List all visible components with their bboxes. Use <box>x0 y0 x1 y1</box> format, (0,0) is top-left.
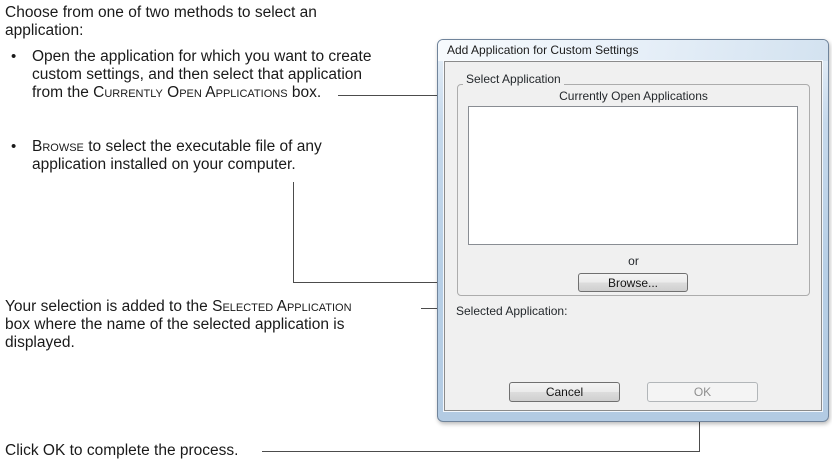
dialog-title-bar[interactable]: Add Application for Custom Settings <box>438 40 828 61</box>
callout-line-browse-vertical <box>293 182 294 283</box>
add-application-dialog: Add Application for Custom Settings Sele… <box>437 39 829 422</box>
ok-button[interactable]: OK <box>647 382 758 402</box>
select-application-groupbox: Select Application Currently Open Applic… <box>457 72 810 296</box>
ok-note-paragraph: Click OK to complete the process. <box>5 442 239 459</box>
selected-application-label: Selected Application: <box>456 304 568 318</box>
browse-button[interactable]: Browse... <box>578 273 688 292</box>
dialog-body: Select Application Currently Open Applic… <box>444 61 822 411</box>
callout-line-ok-vertical <box>699 402 700 452</box>
dialog-title: Add Application for Custom Settings <box>447 43 639 57</box>
groupbox-label: Select Application <box>463 72 564 86</box>
bullet-marker: • <box>11 48 17 65</box>
bullet-marker: • <box>11 138 17 155</box>
selection-note-paragraph: Your selection is added to the Selected … <box>5 298 352 351</box>
bullet-open-application: Open the application for which you want … <box>32 48 372 101</box>
bullet-browse: Browse to select the executable file of … <box>32 138 322 173</box>
currently-open-applications-listbox[interactable] <box>468 106 798 245</box>
cancel-button[interactable]: Cancel <box>509 382 620 402</box>
or-label: or <box>628 254 639 268</box>
callout-line-selected-application <box>421 308 445 309</box>
currently-open-applications-label: Currently Open Applications <box>559 89 708 103</box>
callout-line-ok-horizontal <box>262 451 700 452</box>
callout-line-browse-horizontal <box>293 282 578 283</box>
intro-paragraph: Choose from one of two methods to select… <box>5 4 317 39</box>
